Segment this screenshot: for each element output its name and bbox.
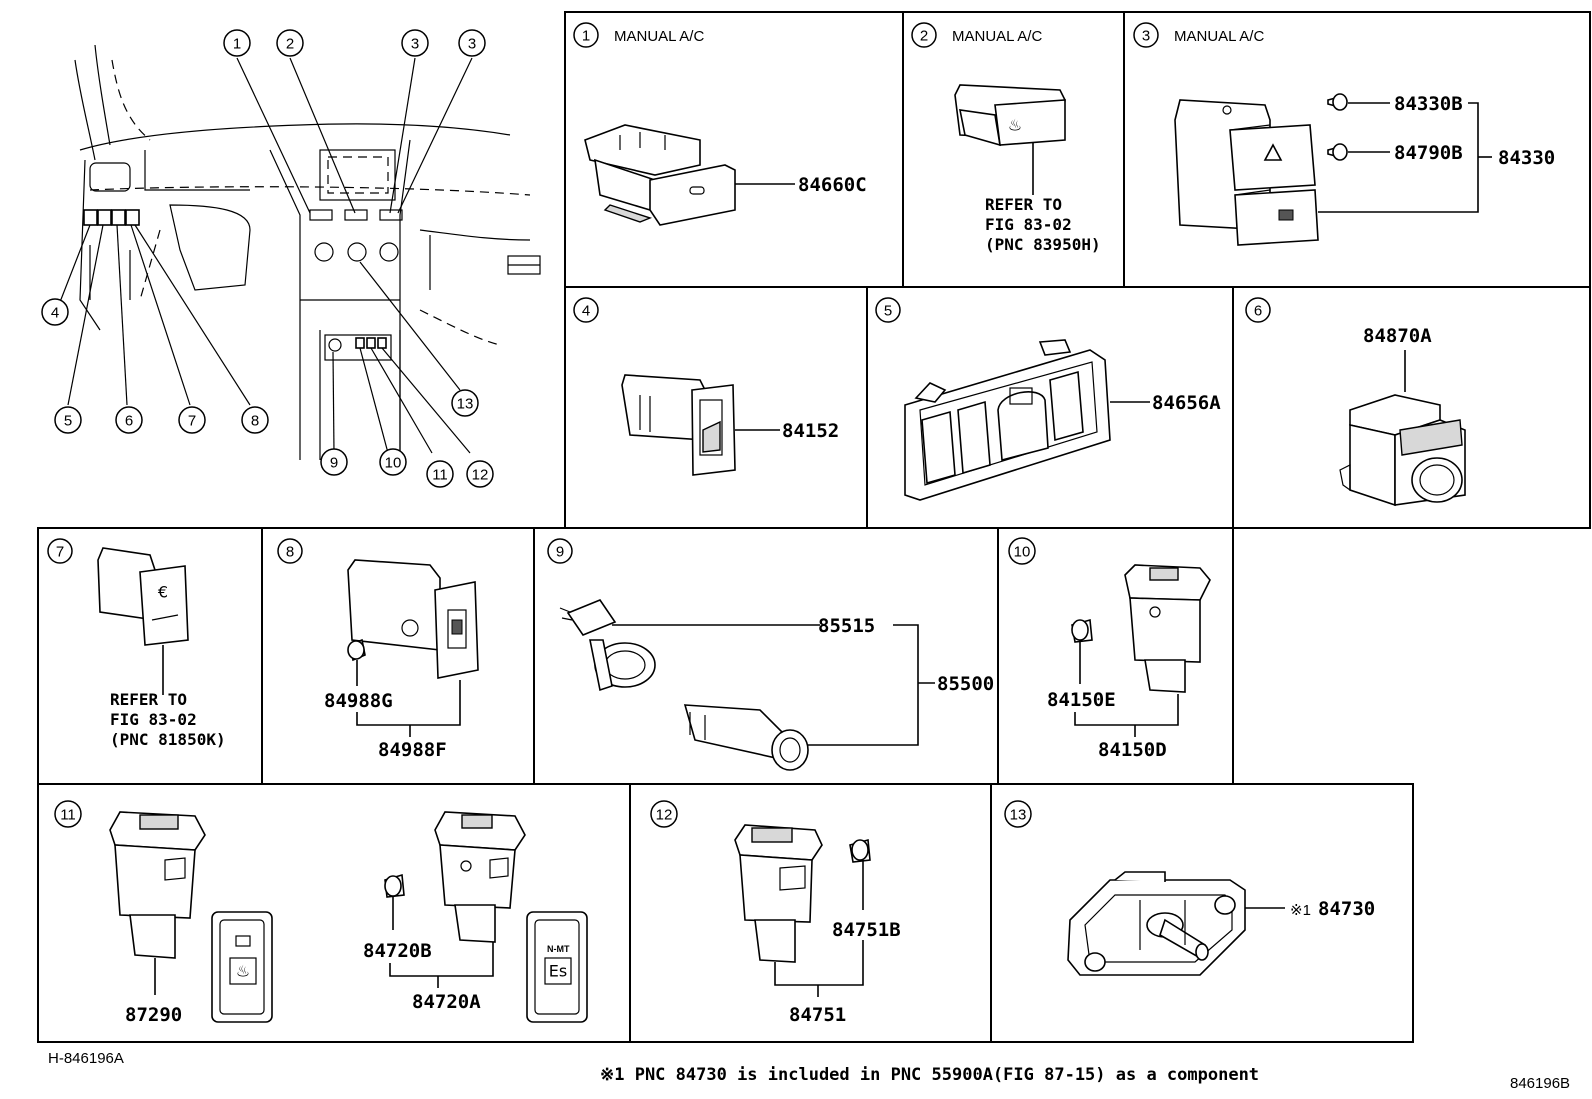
callout-2: 2: [286, 36, 294, 53]
part-87290: 87290: [125, 1004, 182, 1026]
panel-8-number: 8: [286, 544, 294, 561]
mode-switch-top-label: N-MT: [547, 944, 570, 954]
part-84730: 84730: [1318, 898, 1375, 920]
panel-8: 8 84988G 84988F: [277, 538, 479, 761]
part-84330: 84330: [1498, 147, 1555, 169]
part-84751B: 84751B: [832, 919, 901, 941]
part-85515: 85515: [818, 615, 875, 637]
callout-9: 9: [330, 455, 338, 472]
mode-switch-label: Es: [549, 962, 567, 981]
part-84988F: 84988F: [378, 739, 447, 761]
callout-11: 11: [432, 467, 448, 484]
part-84870A: 84870A: [1363, 325, 1432, 347]
panel-frames: [37, 11, 1591, 1043]
callout-7: 7: [188, 413, 196, 430]
panel-7-ref-line2: FIG 83-02: [110, 710, 197, 729]
panel-4: 4 84152: [573, 297, 839, 476]
panel-9: 9 85515 85500: [547, 538, 994, 771]
panel-7-ref-line3: (PNC 81850K): [110, 730, 226, 749]
part-85500: 85500: [937, 673, 994, 695]
panel-11: 11 87290 ♨ 84720B 84720A N-MT Es: [54, 800, 588, 1026]
dashboard-overview: 1 2 3 3 4 5 6 7 8 13 9 10 11 12: [41, 29, 541, 488]
callout-1: 1: [233, 36, 241, 53]
panel-4-number: 4: [582, 303, 590, 320]
part-84660C: 84660C: [798, 174, 867, 196]
panel-7-number: 7: [56, 544, 64, 561]
callout-12: 12: [472, 467, 489, 484]
panel-10: 10 84150E 84150D: [1008, 537, 1211, 761]
part-84656A: 84656A: [1152, 392, 1221, 414]
callout-6: 6: [125, 413, 133, 430]
part-84790B: 84790B: [1394, 142, 1463, 164]
panel-3-number: 3: [1142, 28, 1150, 45]
panel-11-number: 11: [60, 807, 76, 824]
panel-5-number: 5: [884, 303, 892, 320]
part-84720A: 84720A: [412, 991, 481, 1013]
panel-2-ref-line2: FIG 83-02: [985, 215, 1072, 234]
panel-13: 13 ※1 84730: [1004, 800, 1375, 976]
callout-13: 13: [457, 396, 474, 413]
callout-3b: 3: [468, 36, 476, 53]
callout-8: 8: [251, 413, 259, 430]
part-84150D: 84150D: [1098, 739, 1167, 761]
panel-9-number: 9: [556, 544, 564, 561]
panel-1-title: MANUAL A/C: [614, 28, 704, 45]
panel-6-number: 6: [1254, 303, 1262, 320]
part-84330B: 84330B: [1394, 93, 1463, 115]
panel-7: 7 € REFER TO FIG 83-02 (PNC 81850K): [47, 538, 226, 749]
seat-heater-icon: ♨: [1008, 116, 1022, 135]
part-84152: 84152: [782, 420, 839, 442]
panel-2: 2 MANUAL A/C ♨ REFER TO FIG 83-02 (PNC 8…: [911, 22, 1101, 254]
callout-4: 4: [51, 305, 59, 322]
figure-code-left: H-846196A: [48, 1050, 124, 1067]
panel-3-title: MANUAL A/C: [1174, 28, 1264, 45]
panel-12: 12 84751B 84751: [650, 800, 901, 1026]
callout-3: 3: [411, 36, 419, 53]
part-84751: 84751: [789, 1004, 846, 1026]
panel-13-number: 13: [1010, 807, 1027, 824]
panel-2-ref-line3: (PNC 83950H): [985, 235, 1101, 254]
panel-7-ref-line1: REFER TO: [110, 690, 187, 709]
panel-5: 5 84656A: [875, 297, 1221, 501]
part-84988G: 84988G: [324, 690, 393, 712]
panel-1-number: 1: [582, 28, 590, 45]
part-84720B: 84720B: [363, 940, 432, 962]
panel-2-title: MANUAL A/C: [952, 28, 1042, 45]
callout-10: 10: [385, 455, 402, 472]
panel-10-number: 10: [1014, 544, 1031, 561]
panel-3: 3 MANUAL A/C 84330B 84790B 84330: [1133, 22, 1555, 246]
panel-12-number: 12: [656, 807, 673, 824]
part-84150E: 84150E: [1047, 689, 1116, 711]
rear-defogger-icon: ♨: [236, 962, 250, 981]
panel-2-ref-line1: REFER TO: [985, 195, 1062, 214]
figure-code-right: 846196B: [1510, 1075, 1570, 1092]
panel-6: 6 84870A: [1245, 297, 1466, 507]
footnote: ※1 PNC 84730 is included in PNC 55900A(F…: [600, 1065, 1259, 1085]
fog-lamp-icon: €: [158, 583, 168, 602]
callout-5: 5: [64, 413, 72, 430]
part-84730-mark: ※1: [1290, 902, 1311, 919]
panel-1: 1 MANUAL A/C 84660C: [573, 22, 867, 226]
panel-2-number: 2: [920, 28, 928, 45]
